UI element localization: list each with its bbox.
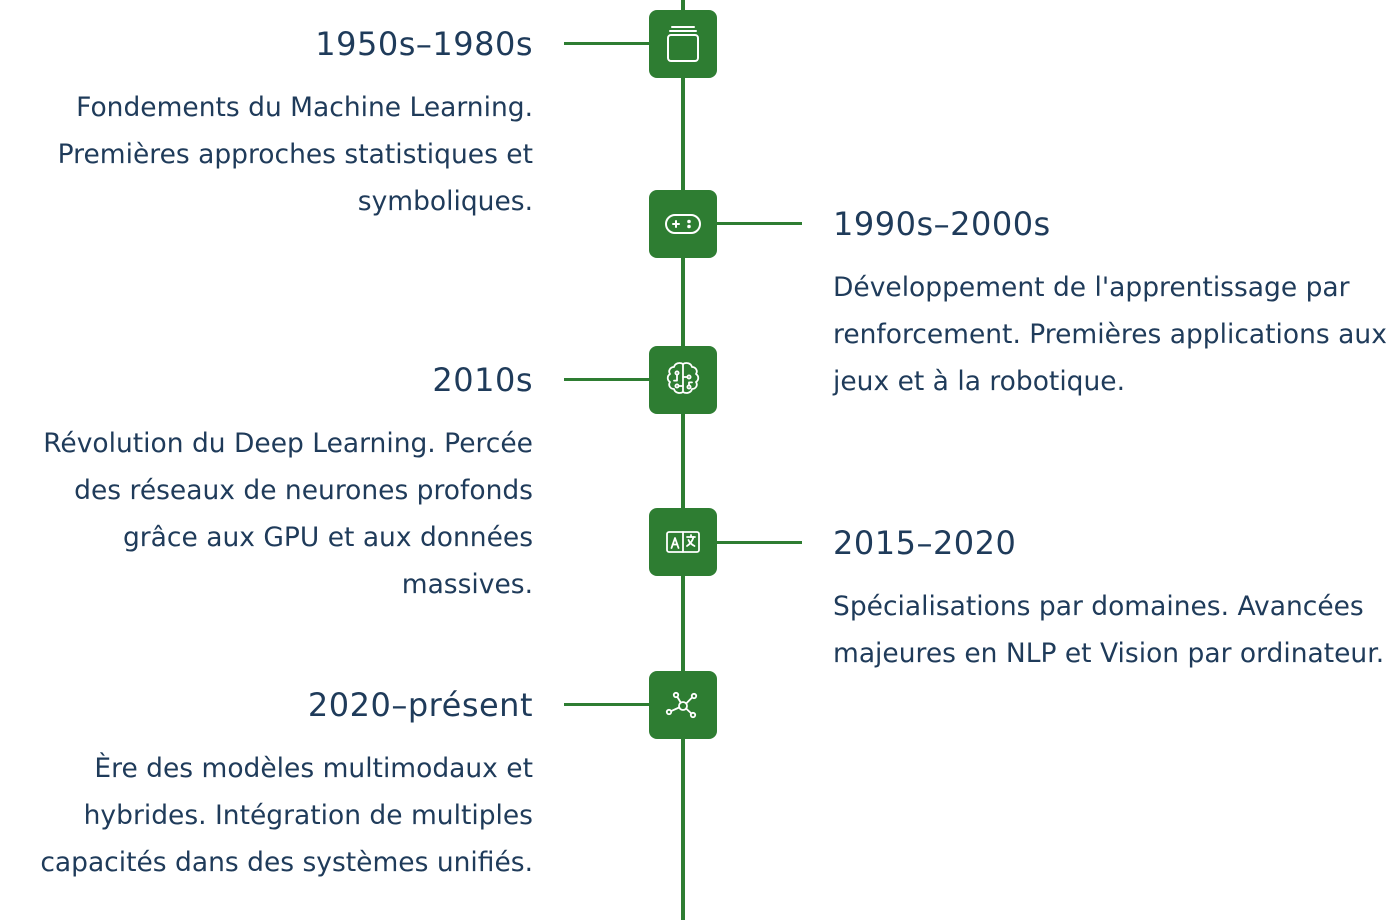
entry-2010s: 2010s Révolution du Deep Learning. Percé… (0, 360, 533, 608)
node-1950s (649, 10, 717, 78)
period-label: 2015–2020 (833, 524, 1017, 562)
period-description: Révolution du Deep Learning. Percée des … (43, 428, 533, 600)
connector-2020 (564, 703, 650, 706)
period-label: 2020–présent (307, 686, 533, 724)
node-2020 (649, 671, 717, 739)
entry-2015: 2015–2020 Spécialisations par domaines. … (833, 523, 1393, 677)
period-description: Spécialisations par domaines. Avancées m… (833, 591, 1385, 669)
node-1990s (649, 190, 717, 258)
period-description: Développement de l'apprentissage par ren… (833, 272, 1387, 397)
period-label: 1950s–1980s (315, 25, 533, 63)
entry-1990s: 1990s–2000s Développement de l'apprentis… (833, 204, 1393, 405)
connector-1950s (564, 42, 650, 45)
entry-2020: 2020–présent Ère des modèles multimodaux… (0, 685, 533, 886)
period-label: 2010s (432, 361, 533, 399)
period-description: Ère des modèles multimodaux et hybrides.… (40, 753, 533, 878)
network-hub-icon (665, 691, 698, 719)
connector-2010s (564, 378, 650, 381)
connector-2015 (716, 541, 802, 544)
brain-circuit-icon (666, 362, 700, 394)
node-2015 (649, 508, 717, 576)
stack-icon (667, 26, 699, 62)
entry-1950s: 1950s–1980s Fondements du Machine Learni… (0, 24, 533, 225)
gamepad-icon (665, 214, 701, 234)
translate-icon (666, 531, 700, 553)
node-2010s (649, 346, 717, 414)
period-label: 1990s–2000s (833, 205, 1051, 243)
period-description: Fondements du Machine Learning. Première… (57, 92, 533, 217)
timeline-spine (681, 0, 685, 920)
connector-1990s (716, 222, 802, 225)
